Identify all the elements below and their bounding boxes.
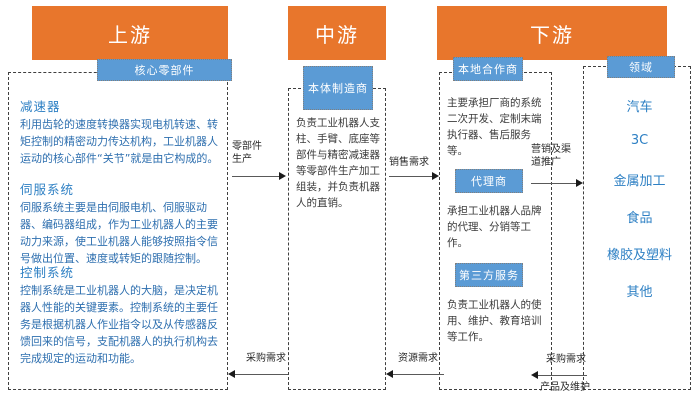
- connector-arrowhead-resource-demand: [386, 370, 393, 378]
- connector-label-purchase-demand-left: 采购需求: [246, 353, 286, 364]
- connector-line-parts-production: [232, 176, 280, 177]
- local-partner-description: 主要承担厂商的系统二次开发、定制末端执行器、售后服务等。: [447, 97, 542, 157]
- chip-agent[interactable]: 代理商: [455, 169, 523, 193]
- upstream-section-control: 控制系统 控制系统是工业机器人的大脑，是决定机器人性能的关键要素。控制系统的主要…: [20, 264, 220, 367]
- connector-arrowhead-purchase-demand-left: [228, 370, 235, 378]
- agent-description: 承担工业机器人品牌的代理、分销等工作。: [447, 205, 542, 249]
- connector-label-purchase-demand-right: 采购需求: [546, 354, 586, 365]
- midstream-description: 负责工业机器人支柱、手臂、底座等部件与精密减速器等零部件生产加工组装，并负责机器…: [296, 117, 380, 209]
- connector-line-purchase-demand-right: [533, 375, 587, 376]
- third-party-description: 负责工业机器人的使用、维护、教育培训等工作。: [447, 299, 542, 343]
- field-item-5: 其他: [626, 285, 653, 300]
- connector-label-marketing-channel: 营销及渠 道推广: [531, 144, 571, 168]
- connector-arrowhead-marketing-channel: [576, 179, 583, 187]
- upstream-section-reducer: 减速器 利用齿轮的速度转换器实现电机转速、转矩控制的精密动力传达机构，工业机器人…: [20, 98, 220, 167]
- upstream-section-servo: 伺服系统 伺服系统主要是由伺服电机、伺服驱动器、编码器组成，作为工业机器人的主要…: [20, 181, 220, 267]
- section-heading: 控制系统: [20, 265, 75, 280]
- section-heading: 减速器: [20, 99, 61, 114]
- chip-body-manufacturer[interactable]: 本体制造商: [303, 66, 373, 110]
- connector-label-resource-demand: 资源需求: [398, 353, 438, 364]
- connector-label-sales-demand: 销售需求: [389, 157, 429, 168]
- connector-line-sales-demand: [389, 176, 433, 177]
- connector-arrowhead-purchase-demand-right: [531, 371, 538, 379]
- stage-header-downstream: 下游: [437, 6, 667, 60]
- section-body: 控制系统是工业机器人的大脑，是决定机器人性能的关键要素。控制系统的主要任务是根据…: [20, 284, 218, 365]
- field-item-3: 食品: [626, 211, 653, 226]
- section-body: 利用齿轮的速度转换器实现电机转速、转矩控制的精密动力传达机构，工业机器人运动的核…: [20, 118, 219, 165]
- stage-header-midstream: 中游: [288, 6, 386, 60]
- connector-line-purchase-demand-left: [230, 374, 288, 375]
- connector-arrowhead-parts-production: [279, 172, 286, 180]
- chip-core-parts[interactable]: 核心零部件: [97, 59, 232, 81]
- connector-label-parts-production: 零部件 生产: [232, 141, 262, 165]
- connector-line-resource-demand: [388, 374, 444, 375]
- stage-header-upstream: 上游: [32, 6, 228, 60]
- connector-label-product-maintenance: 产品及维护: [540, 382, 590, 393]
- section-heading: 伺服系统: [20, 182, 75, 197]
- field-item-4: 橡胶及塑料: [606, 248, 672, 263]
- connector-arrowhead-sales-demand: [432, 172, 439, 180]
- section-body: 伺服系统主要是由伺服电机、伺服驱动器、编码器组成，作为工业机器人的主要动力来源，…: [20, 201, 218, 265]
- chip-third-party[interactable]: 第三方服务: [455, 263, 523, 287]
- field-item-0: 汽车: [626, 100, 653, 115]
- chip-fields[interactable]: 领域: [607, 56, 675, 78]
- field-item-1: 3C: [630, 133, 649, 148]
- chip-local-partner[interactable]: 本地合作商: [453, 57, 523, 81]
- connector-line-marketing-channel: [531, 183, 577, 184]
- field-item-2: 金属加工: [613, 174, 666, 189]
